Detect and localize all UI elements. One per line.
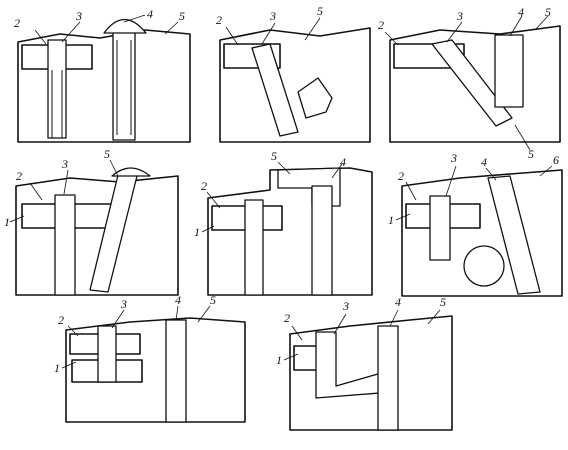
view-b-label-2: 2 xyxy=(216,13,222,27)
view-f-label-3: 3 xyxy=(450,151,457,165)
view-h-label-1: 1 xyxy=(276,353,282,367)
view-e: 2 5 4 1 xyxy=(194,149,373,296)
view-c-label-3: 3 xyxy=(456,9,463,23)
view-d-inclined-stud xyxy=(89,171,139,293)
view-g-stud xyxy=(165,319,187,423)
view-h-label-3: 3 xyxy=(342,299,349,313)
view-e-label-2: 2 xyxy=(201,179,207,193)
view-e-label-4: 4 xyxy=(340,155,346,169)
view-h-label-2: 2 xyxy=(284,311,290,325)
view-h-label-4: 4 xyxy=(395,295,401,309)
view-h: 2 3 4 5 1 xyxy=(276,295,453,431)
view-g-bolt xyxy=(97,325,117,383)
view-d-label-3: 3 xyxy=(61,157,68,171)
view-e-label-1: 1 xyxy=(194,225,200,239)
view-a-cap xyxy=(103,18,147,34)
view-g-label-1: 1 xyxy=(54,361,60,375)
view-b-body xyxy=(219,27,371,143)
view-f-ball xyxy=(463,245,505,287)
view-a-label-3: 3 xyxy=(75,9,82,23)
view-c-label-4: 4 xyxy=(518,5,524,19)
view-e-stud xyxy=(311,185,333,296)
view-e-body xyxy=(207,167,373,296)
view-d-stud-head xyxy=(111,167,151,177)
view-b-plate xyxy=(223,43,281,69)
view-f-label-1: 1 xyxy=(388,213,394,227)
view-d-label-1: 1 xyxy=(4,215,10,229)
view-a: 2 3 4 5 xyxy=(14,7,191,143)
view-b-label-3: 3 xyxy=(269,9,276,23)
view-f-wedge-rod xyxy=(487,175,541,295)
view-g-body xyxy=(65,317,246,423)
view-f-label-2: 2 xyxy=(398,169,404,183)
view-b-swing-clamp xyxy=(297,77,333,119)
view-c-body xyxy=(389,25,561,143)
view-g: 2 3 4 5 1 xyxy=(54,293,246,423)
view-g-label-5: 5 xyxy=(210,293,216,307)
view-c-label-5-bottom: 5 xyxy=(528,147,534,161)
view-c-label-5-top: 5 xyxy=(545,5,551,19)
view-h-pin xyxy=(377,325,399,431)
view-f: 2 3 4 6 1 xyxy=(388,151,563,297)
view-f-label-6: 6 xyxy=(553,153,559,167)
view-a-label-2: 2 xyxy=(14,16,20,30)
view-b: 2 3 5 xyxy=(216,4,371,143)
view-e-label-5: 5 xyxy=(271,149,277,163)
view-d-label-2: 2 xyxy=(16,169,22,183)
view-g-label-2: 2 xyxy=(58,313,64,327)
view-c-post xyxy=(494,34,524,108)
view-h-label-5: 5 xyxy=(440,295,446,309)
view-a-stud xyxy=(112,31,136,141)
view-e-bolt xyxy=(244,199,264,296)
view-a-clamp-bolt xyxy=(47,39,67,139)
view-f-label-4: 4 xyxy=(481,155,487,169)
view-g-label-4: 4 xyxy=(175,293,181,307)
view-f-body xyxy=(401,169,563,297)
view-d-bolt xyxy=(54,194,76,296)
view-b-inclined-bolt xyxy=(251,43,299,137)
view-c-label-2: 2 xyxy=(378,18,384,32)
view-a-body xyxy=(17,29,191,143)
view-d-label-5: 5 xyxy=(104,147,110,161)
view-c: 2 3 4 5 5 xyxy=(378,5,561,161)
view-g-label-3: 3 xyxy=(120,297,127,311)
view-a-label-5: 5 xyxy=(179,9,185,23)
view-h-body xyxy=(289,315,453,431)
view-f-bolt xyxy=(429,195,451,261)
view-a-label-4: 4 xyxy=(147,7,153,21)
view-c-clamp-arm xyxy=(431,39,513,127)
view-b-label-5: 5 xyxy=(317,4,323,18)
view-d-body xyxy=(15,175,179,296)
view-d: 2 3 5 1 xyxy=(4,147,179,296)
